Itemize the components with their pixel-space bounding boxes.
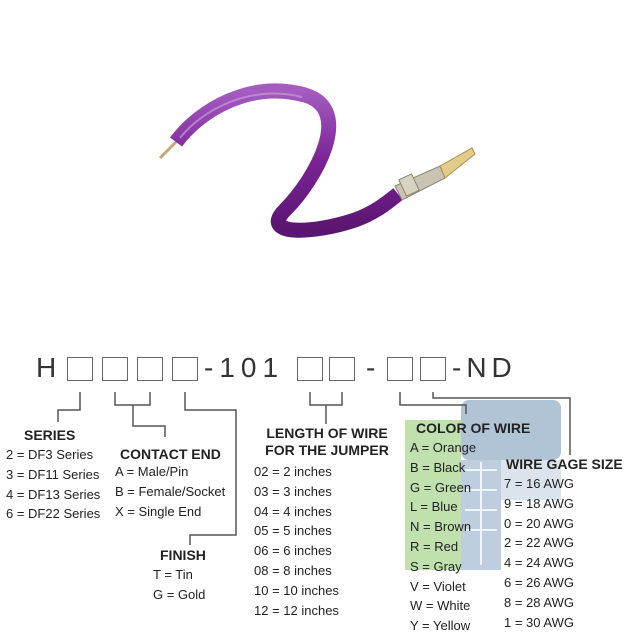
length-list: 02 = 2 inches 03 = 3 inches 04 = 4 inche… [254,462,339,620]
gage-item: 2 = 22 AWG [504,535,574,551]
contact-end-callout-line [132,405,166,437]
series-code-box [67,357,93,381]
contact-end-code-box-1 [102,357,128,381]
length-title-line1: LENGTH OF WIRE [266,425,388,441]
color-item: S = Gray [410,558,462,574]
contact-end-code-box-2 [137,357,163,381]
color-item: W = White [410,598,471,614]
length-item: 05 = 5 inches [254,523,332,539]
gage-item: 0 = 20 AWG [504,515,574,531]
watermark-logo [405,400,561,570]
length-item: 06 = 6 inches [254,543,332,559]
contact-end-item: B = Female/Socket [115,483,226,499]
color-item: R = Red [410,538,459,554]
length-title-line2: FOR THE JUMPER [265,442,389,458]
color-code-box [387,357,413,381]
color-item: B = Black [410,459,466,475]
gage-title: WIRE GAGE SIZE [506,456,623,472]
finish-item: G = Gold [153,586,206,602]
color-item: G = Green [410,479,472,495]
contact-end-title: CONTACT END [120,446,221,462]
series-list: 2 = DF3 Series 3 = DF11 Series 4 = DF13 … [6,445,100,524]
gage-callout-line [432,392,571,455]
stripped-wire-end [158,140,178,160]
gage-item: 4 = 24 AWG [504,555,574,571]
color-item: L = Blue [410,499,458,515]
length-item: 08 = 8 inches [254,562,332,578]
series-item: 6 = DF22 Series [6,506,101,522]
color-item: A = Orange [410,440,477,455]
part-number-middle: -101 [204,352,285,383]
color-list: A = Orange B = Black G = Green L = Blue … [410,438,476,636]
part-number-prefix: H [36,352,57,383]
length-item: 04 = 4 inches [254,503,332,519]
part-number-sep: - [366,352,376,383]
length-item: 02 = 2 inches [254,464,332,479]
part-number-suffix: -ND [452,352,517,383]
finish-callout-line [184,392,237,545]
length-code-box-2 [329,357,355,381]
length-bracket [309,392,343,406]
length-item: 12 = 12 inches [254,602,339,618]
series-title: SERIES [24,427,76,443]
length-title: LENGTH OF WIRE FOR THE JUMPER [262,425,392,459]
crimp-terminal [394,147,476,201]
series-item: 3 = DF11 Series [6,466,100,482]
contact-end-item: A = Male/Pin [115,464,189,479]
length-item: 03 = 3 inches [254,483,332,499]
color-item: N = Brown [410,519,472,535]
contact-end-list: A = Male/Pin B = Female/Socket X = Singl… [115,462,225,521]
gage-item: 6 = 26 AWG [504,574,574,590]
finish-list: T = Tin G = Gold [153,565,205,605]
purple-wire [170,83,403,238]
gage-list: 7 = 16 AWG 9 = 18 AWG 0 = 20 AWG 2 = 22 … [504,474,574,632]
finish-title: FINISH [160,547,206,563]
gage-code-box [420,357,446,381]
gage-item: 8 = 28 AWG [504,594,574,610]
length-code-box-1 [297,357,323,381]
series-item: 2 = DF3 Series [6,447,94,462]
color-title: COLOR OF WIRE [416,420,531,436]
finish-item: T = Tin [153,567,193,582]
contact-end-bracket [114,392,151,406]
finish-code-box [172,357,198,381]
series-item: 4 = DF13 Series [6,486,101,502]
contact-end-item: X = Single End [115,503,202,519]
color-callout-line [399,392,467,414]
series-callout-line [57,392,81,422]
gage-item: 1 = 30 AWG [504,614,574,630]
length-item: 10 = 10 inches [254,582,339,598]
jumper-wire-photo [158,83,476,238]
color-item: Y = Yellow [410,618,471,634]
gage-item: 7 = 16 AWG [504,476,574,491]
color-item: V = Violet [410,578,466,594]
gage-item: 9 = 18 AWG [504,495,574,511]
